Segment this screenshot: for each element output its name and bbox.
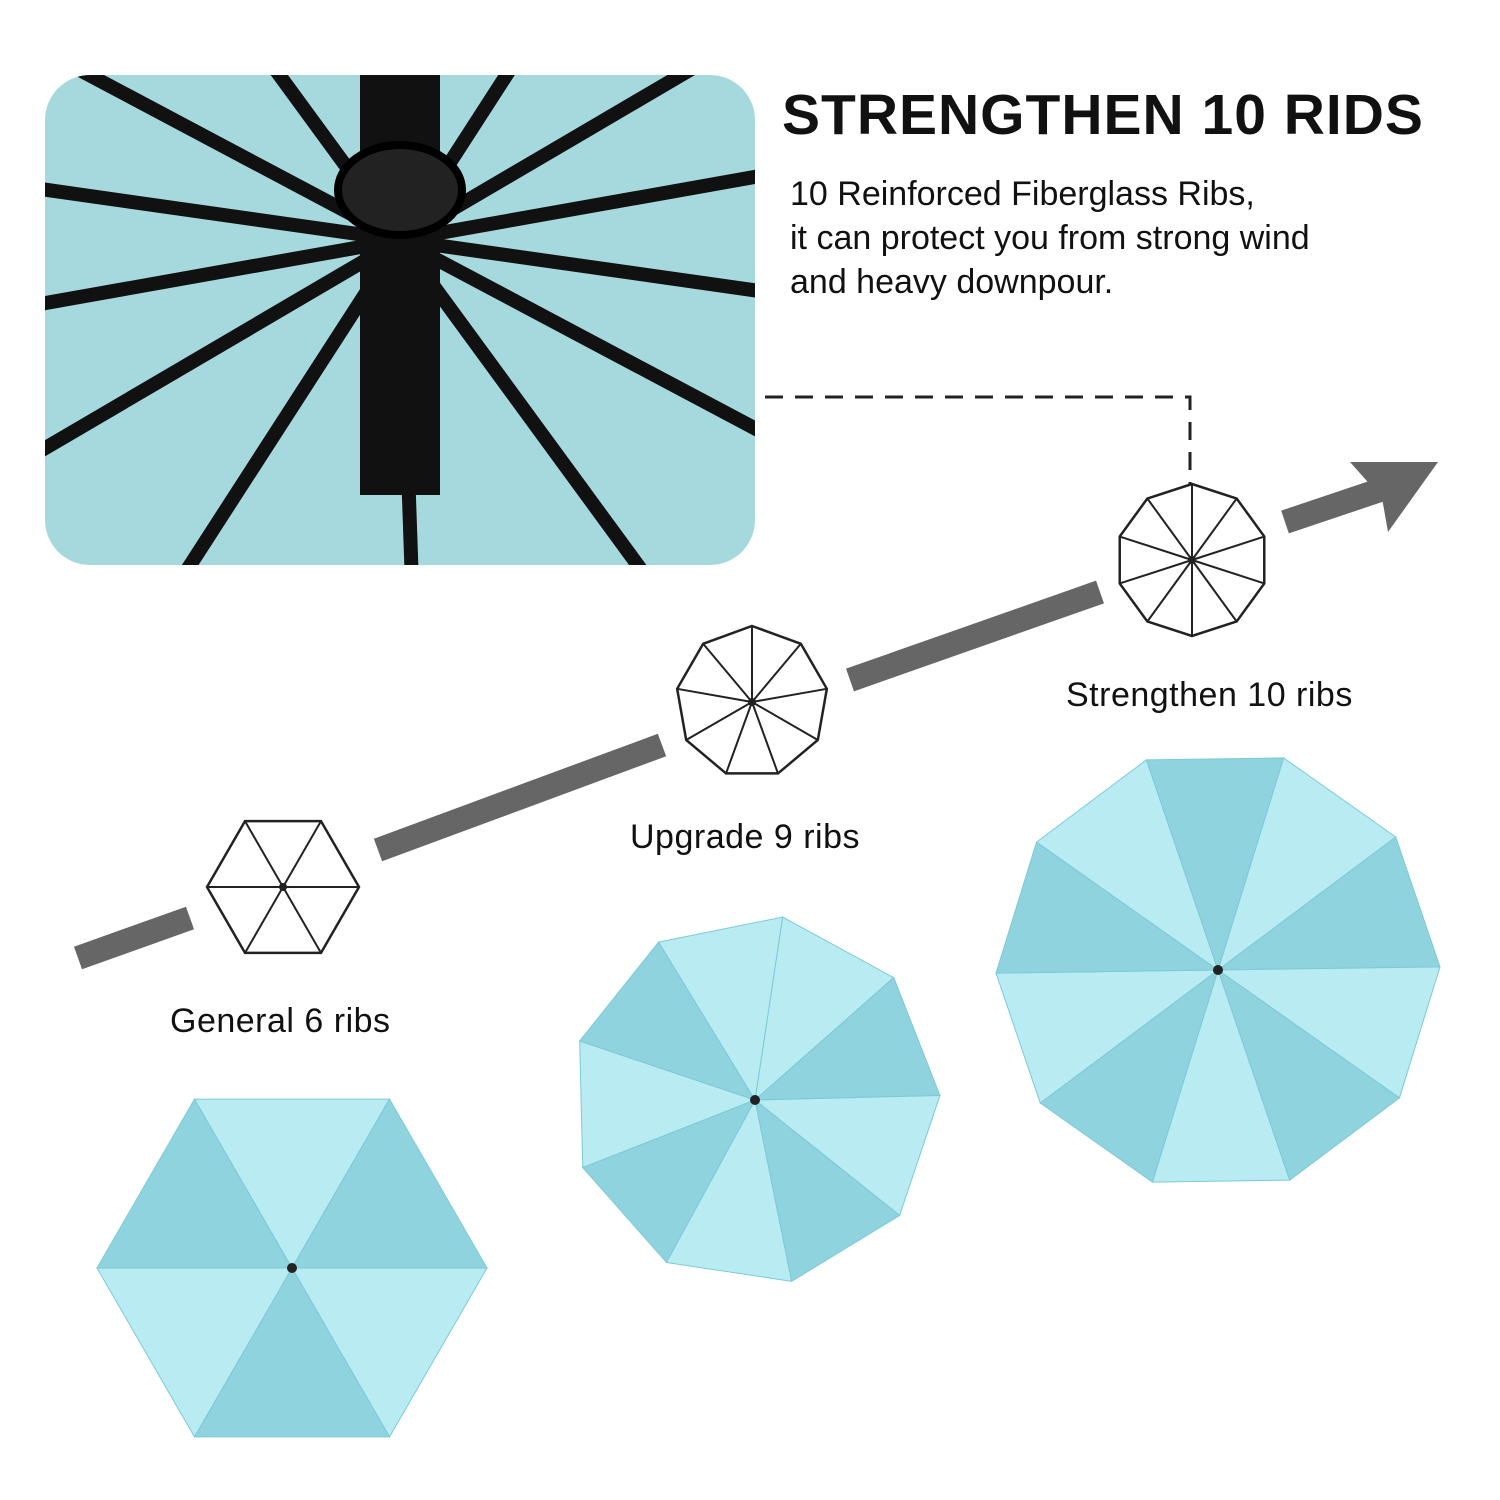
icon-rib bbox=[244, 820, 284, 888]
icon-rib bbox=[751, 643, 802, 703]
icon-hub bbox=[748, 698, 756, 706]
icon-rib bbox=[1191, 559, 1265, 585]
photo-shaft bbox=[360, 75, 440, 495]
icon-rib bbox=[751, 701, 819, 741]
icon-rib bbox=[751, 687, 828, 703]
icon-rib bbox=[1191, 535, 1265, 561]
icon-rib bbox=[676, 687, 753, 703]
rib-closeup-photo bbox=[45, 75, 755, 565]
arrow-head-icon bbox=[1350, 462, 1438, 532]
photo-rib bbox=[398, 112, 755, 247]
icon-rib bbox=[1191, 497, 1238, 561]
icon-rib bbox=[1119, 535, 1193, 561]
photo-rib bbox=[396, 75, 755, 247]
canopy-panel bbox=[1145, 757, 1285, 972]
canopy-tip bbox=[287, 1263, 297, 1273]
photo-rib bbox=[45, 135, 401, 247]
photo-rib bbox=[105, 236, 406, 565]
rib-diagram-icon-10 bbox=[1118, 482, 1266, 638]
canopy-tip bbox=[750, 1095, 760, 1105]
umbrella-canopy-9 bbox=[578, 916, 941, 1283]
umbrella-canopy-6 bbox=[96, 1098, 488, 1438]
rib-diagram-icon-6 bbox=[205, 819, 361, 955]
photo-rib bbox=[45, 233, 404, 561]
canopy-panel bbox=[657, 916, 784, 1102]
icon-rib bbox=[685, 701, 753, 741]
photo-rib bbox=[396, 233, 755, 543]
photo-rib bbox=[45, 75, 404, 247]
description-line: and heavy downpour. bbox=[790, 263, 1114, 301]
description-line: it can protect you from strong wind bbox=[790, 219, 1310, 257]
icon-rib bbox=[1119, 559, 1193, 585]
photo-rib bbox=[45, 233, 402, 368]
stage-label-10-ribs: Strengthen 10 ribs bbox=[1066, 676, 1353, 714]
icon-rib bbox=[751, 701, 779, 774]
icon-rib bbox=[1146, 559, 1193, 623]
description-line: 10 Reinforced Fiberglass Ribs, bbox=[790, 175, 1255, 213]
icon-rib bbox=[725, 701, 753, 774]
photo-rib bbox=[399, 233, 755, 345]
rib-diagram-icon-9 bbox=[675, 624, 829, 775]
photo-hub bbox=[334, 141, 466, 239]
dashed-connector bbox=[765, 395, 1192, 492]
umbrella-canopy-10 bbox=[995, 757, 1441, 1183]
canopy-panel bbox=[291, 1098, 488, 1269]
icon-rib bbox=[1191, 559, 1238, 623]
stage-label-9-ribs: Upgrade 9 ribs bbox=[630, 818, 861, 856]
icon-rib bbox=[282, 886, 322, 954]
canopy-tip bbox=[1213, 965, 1223, 975]
icon-rib bbox=[244, 886, 284, 954]
heading: STRENGTHEN 10 RIDS bbox=[782, 83, 1424, 147]
photo-rib bbox=[394, 235, 725, 565]
icon-hub bbox=[279, 883, 287, 891]
icon-rib bbox=[282, 820, 322, 888]
icon-rib bbox=[1146, 497, 1193, 561]
stage-label-6-ribs: General 6 ribs bbox=[170, 1002, 391, 1040]
icon-hub bbox=[1188, 556, 1196, 564]
icon-rib bbox=[702, 643, 753, 703]
